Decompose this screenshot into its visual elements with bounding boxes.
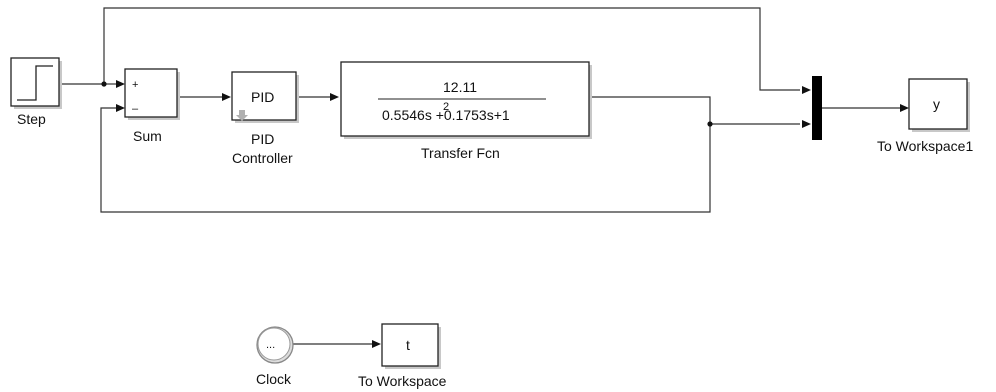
transfer-numerator: 12.11 (443, 79, 477, 95)
clock-label: Clock (256, 371, 292, 387)
step-signal-icon (17, 65, 53, 101)
step-block[interactable]: Step (10, 57, 62, 127)
to-workspace1-block[interactable]: y To Workspace1 (877, 78, 973, 154)
to-workspace1-variable: y (933, 96, 940, 112)
wire-tf-out[interactable] (590, 96, 711, 124)
arrowhead-workspace-in (372, 340, 381, 348)
pid-controller-block[interactable]: PID PID Controller (231, 71, 299, 166)
to-workspace-label: To Workspace (358, 373, 447, 389)
transfer-fcn-block[interactable]: 12.11 2 0.5546s +0.1753s+1 Transfer Fcn (340, 61, 592, 161)
arrowhead-mux-in1 (802, 86, 811, 94)
step-label: Step (17, 111, 46, 127)
transfer-exponent: 2 (443, 101, 449, 113)
transfer-denominator: 0.5546s +0.1753s+1 (382, 107, 510, 123)
arrowhead-sum-minus (116, 104, 125, 112)
sum-label: Sum (133, 128, 162, 144)
sum-port-plus: + (132, 79, 138, 91)
arrowhead-sum-plus (116, 80, 125, 88)
pid-tuning-arrow-icon (236, 110, 248, 121)
clock-block[interactable]: ... Clock (256, 326, 294, 387)
pid-label-line2: Controller (232, 150, 293, 166)
arrowhead-tf-in (330, 93, 339, 101)
to-workspace-variable: t (406, 337, 410, 353)
pid-block-text: PID (251, 89, 274, 105)
to-workspace1-label: To Workspace1 (877, 138, 973, 154)
branch-point-output (707, 121, 713, 127)
clock-icon-text: ... (266, 339, 275, 351)
transfer-label: Transfer Fcn (421, 145, 500, 161)
sum-port-minus: – (132, 103, 139, 115)
wire-step-to-mux[interactable] (103, 7, 800, 91)
wire-feedback[interactable] (100, 107, 711, 213)
pid-label-line1: PID (251, 131, 274, 147)
arrowhead-pid-in (222, 93, 231, 101)
to-workspace-block[interactable]: t To Workspace (358, 323, 447, 389)
sum-block[interactable]: + – Sum (124, 68, 180, 144)
arrowhead-mux-in2 (802, 120, 811, 128)
mux-block[interactable] (812, 76, 822, 140)
arrowhead-workspace1-in (900, 104, 909, 112)
branch-point-step (101, 81, 107, 87)
signal-lines (61, 7, 909, 348)
